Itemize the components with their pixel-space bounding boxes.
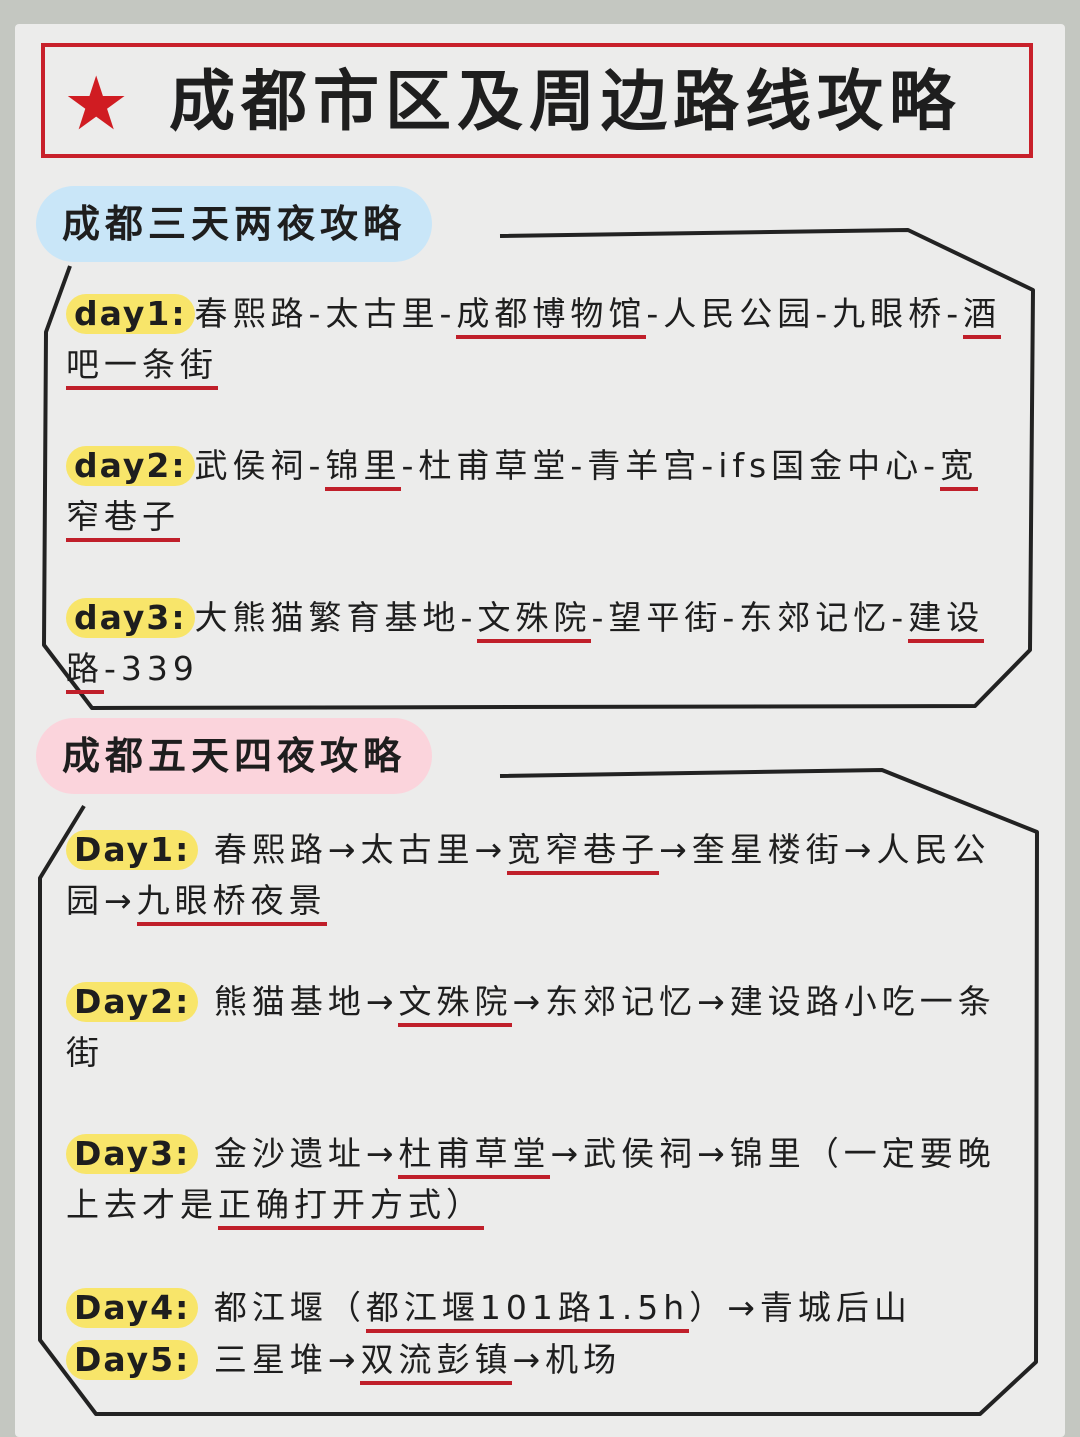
day-label: Day2:: [66, 982, 199, 1022]
day-label: day3:: [66, 598, 195, 638]
day-label: day1:: [66, 294, 195, 334]
day-item: day1:春熙路-太古里-成都博物馆-人民公园-九眼桥-酒吧一条街: [66, 288, 1016, 390]
section-heading: 成都五天四夜攻略: [36, 718, 433, 794]
day-item: Day3: 金沙遗址→杜甫草堂→武侯祠→锦里（一定要晚上去才是正确打开方式）: [66, 1128, 1016, 1230]
section-frame: [42, 228, 1035, 710]
day-label: day2:: [66, 446, 195, 486]
section-three-days: 成都三天两夜攻略 day1:春熙路-太古里-成都博物馆-人民公园-九眼桥-酒吧一…: [36, 186, 1035, 710]
day-item: day2:武侯祠-锦里-杜甫草堂-青羊宫-ifs国金中心-宽窄巷子: [66, 440, 1016, 542]
day-label: Day4:: [66, 1288, 199, 1328]
star-icon: ★: [63, 61, 130, 147]
day-item: Day5: 三星堆→双流彭镇→机场: [66, 1334, 1016, 1385]
page-title: 成都市区及周边路线攻略: [169, 63, 961, 140]
title-banner: ★ 成都市区及周边路线攻略: [41, 43, 1033, 158]
day-item: Day1: 春熙路→太古里→宽窄巷子→奎星楼街→人民公园→九眼桥夜景: [66, 824, 1016, 926]
day-item: Day2: 熊猫基地→文殊院→东郊记忆→建设路小吃一条街: [66, 982, 996, 1072]
day-label: Day5:: [66, 1340, 199, 1380]
section-heading: 成都三天两夜攻略: [36, 186, 433, 262]
day-item: Day4: 都江堰（都江堰101路1.5h）→青城后山: [66, 1282, 1016, 1333]
day-item: day3:大熊猫繁育基地-文殊院-望平街-东郊记忆-建设路-339: [66, 592, 1016, 694]
day-label: Day3:: [66, 1134, 199, 1174]
day-label: Day1:: [66, 830, 199, 870]
